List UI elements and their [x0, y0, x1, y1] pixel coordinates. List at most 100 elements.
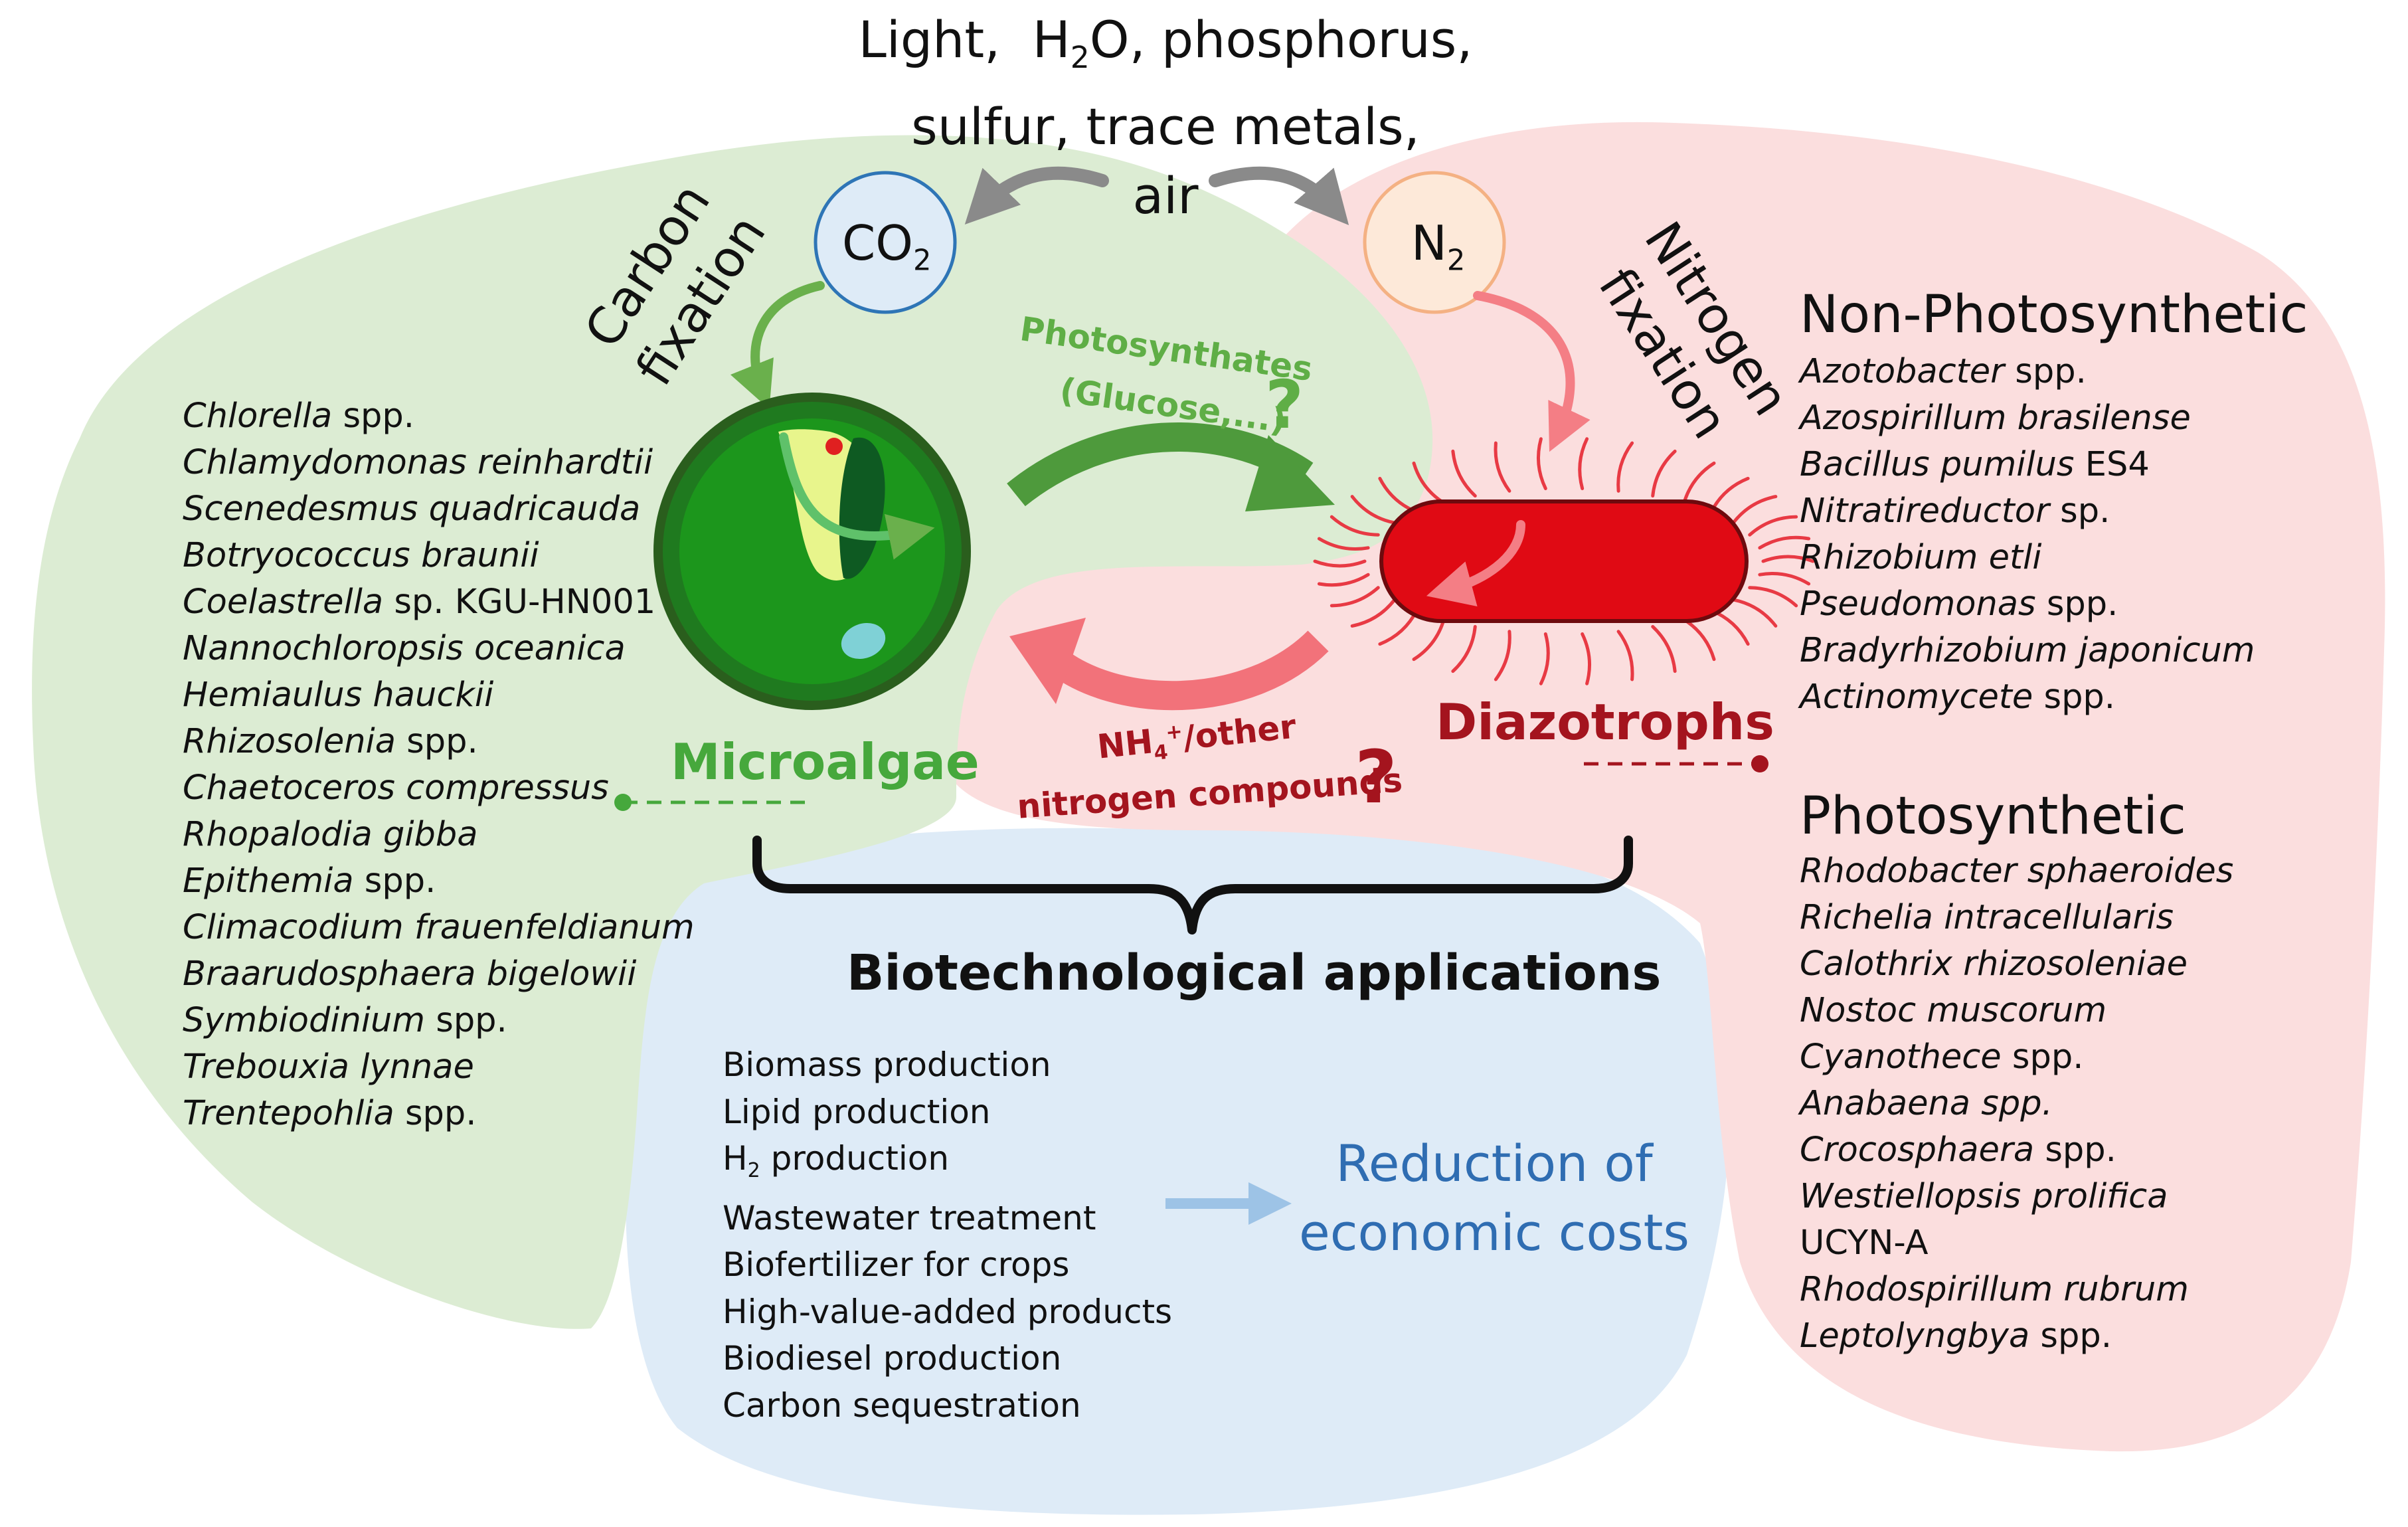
- application-item: Biofertilizer for crops: [723, 1241, 1172, 1289]
- photosynthetic-species-name: Richelia intracellularis: [1800, 898, 2174, 937]
- blue-region: [626, 828, 1730, 1515]
- microalgae-species-item: Chlorella spp.: [183, 393, 695, 440]
- inputs-water-sub: 2: [1070, 40, 1090, 76]
- reduction-line2: economic costs: [1298, 1203, 1690, 1262]
- microalgae-species-item: Rhopalodia gibba: [183, 812, 695, 858]
- diazotroph-cell-icon: [1313, 437, 1815, 685]
- non-photosynthetic-species-name: Bradyrhizobium japonicum: [1800, 631, 2255, 670]
- nitrogen-fixation-arrow: [1473, 291, 1591, 452]
- inputs-line3: air: [1132, 166, 1199, 226]
- photosynthetic-species-item: Cyanothece spp.: [1800, 1034, 2233, 1081]
- flagellum: [1761, 555, 1815, 563]
- microalgae-species-item: Chaetoceros compressus: [183, 765, 695, 812]
- microalgae-species-item: Nannochloropsis oceanica: [183, 626, 695, 672]
- flagellum: [1494, 441, 1511, 493]
- microalgae-species-name: Epithemia: [183, 861, 354, 901]
- microalgae-species-name: Chlorella: [183, 397, 333, 436]
- inputs-light: Light,: [858, 10, 1001, 69]
- flagellum: [1581, 632, 1591, 685]
- non-photosynthetic-species-suffix: spp.: [2004, 352, 2087, 391]
- microalgae-species-item: Botryococcus braunii: [183, 533, 695, 579]
- photosynthetic-species-name: Rhodobacter sphaeroides: [1800, 852, 2234, 891]
- microalgae-species-suffix: spp.: [394, 1094, 477, 1133]
- non-photosynthetic-species-name: Pseudomonas: [1800, 584, 2036, 624]
- application-text-rest: production: [760, 1139, 950, 1178]
- application-sub: 2: [747, 1159, 760, 1182]
- flagellum: [1412, 618, 1446, 662]
- microalgae-species-item: Symbiodinium spp.: [183, 998, 695, 1044]
- non-photosynthetic-title: Non-Photosynthetic: [1800, 285, 2308, 345]
- photosynthetic-species-item: Calothrix rhizosoleniae: [1800, 941, 2233, 988]
- photosynthetic-species-suffix: UCYN-A: [1800, 1223, 1929, 1263]
- photosynthetic-species-item: Crocosphaera spp.: [1800, 1127, 2233, 1174]
- microalgae-connector-dot: [614, 794, 632, 811]
- flagellum: [1451, 449, 1477, 498]
- co2-circle: [814, 171, 957, 314]
- photosynthetic-species-name: Leptolyngbya: [1800, 1316, 2030, 1356]
- flagellum: [1330, 515, 1380, 537]
- microalgae-species-name: Scenedesmus quadricauda: [183, 490, 641, 529]
- microalgae-species-item: Trebouxia lynnae: [183, 1044, 695, 1091]
- flagellum: [1748, 586, 1798, 608]
- non-photosynthetic-species-item: Azospirillum brasilense: [1800, 395, 2255, 442]
- flagellum: [1578, 437, 1589, 490]
- flagellum: [1758, 535, 1811, 550]
- photosynthates-arrowhead: [1245, 435, 1335, 511]
- microalgae-species-suffix: spp.: [353, 861, 436, 901]
- diazotrophs-connector-dot: [1751, 755, 1768, 772]
- non-photosynthetic-species-item: Nitratireductor sp.: [1800, 488, 2255, 535]
- flagellum: [1748, 515, 1798, 537]
- non-photosynthetic-species-item: Pseudomonas spp.: [1800, 581, 2255, 628]
- non-photosynthetic-species-suffix: spp.: [2035, 584, 2118, 624]
- photosynthetic-species-suffix: spp.: [2001, 1037, 2084, 1077]
- photosynthetic-species-item: Rhodobacter sphaeroides: [1800, 848, 2233, 895]
- microalgae-species-suffix: spp.: [395, 722, 478, 761]
- microalgae-species-name: Chlamydomonas reinhardtii: [183, 443, 653, 482]
- flagellum: [1350, 495, 1397, 525]
- green-region: [32, 135, 1433, 1329]
- non-photosynthetic-species-item: Bradyrhizobium japonicum: [1800, 628, 2255, 674]
- non-photosynthetic-species-suffix: sp.: [2049, 492, 2110, 531]
- inputs-line2: sulfur, trace metals,: [911, 97, 1420, 157]
- microalgae-species-item: Hemiaulus hauckii: [183, 672, 695, 719]
- biotech-title: Biotechnological applications: [847, 944, 1662, 1002]
- flagellum: [1731, 495, 1778, 525]
- flagellum: [1758, 572, 1811, 586]
- microalgae-cell-icon: [653, 393, 971, 710]
- application-item: High-value-added products: [723, 1289, 1172, 1336]
- microalgae-title: Microalgae: [671, 733, 980, 791]
- arrow-to-n2: [1209, 166, 1349, 226]
- microalgae-species-item: Coelastrella sp. KGU-HN001: [183, 579, 695, 626]
- photosynthetic-species-name: Calothrix rhizosoleniae: [1800, 944, 2188, 984]
- application-text: Biomass production: [723, 1045, 1051, 1084]
- photosynthetic-species-item: Nostoc muscorum: [1800, 988, 2233, 1034]
- microalgae-species-suffix: spp.: [332, 397, 414, 436]
- microalgae-species-name: Rhopalodia gibba: [183, 815, 478, 854]
- non-photosynthetic-species-name: Azotobacter: [1800, 352, 2005, 391]
- application-item: Lipid production: [723, 1089, 1172, 1136]
- nh4-sup: +: [1164, 719, 1184, 745]
- microalgae-species-name: Braarudosphaera bigelowii: [183, 954, 637, 994]
- microalgae-species-name: Rhizosolenia: [183, 722, 396, 761]
- microalgae-species-name: Symbiodinium: [183, 1001, 426, 1040]
- application-text: Biodiesel production: [723, 1339, 1062, 1378]
- photosynthetic-species-item: Westiellopsis prolifica: [1800, 1174, 2233, 1220]
- flagellum: [1350, 598, 1397, 628]
- n2-circle: [1363, 171, 1506, 314]
- application-text: Lipid production: [723, 1092, 991, 1131]
- non-photosynthetic-species-suffix: ES4: [2074, 445, 2150, 484]
- photosynthetic-species-item: Anabaena spp.: [1800, 1081, 2233, 1127]
- photosynthetic-species-name: Westiellopsis prolifica: [1800, 1177, 2168, 1216]
- flagellum: [1537, 437, 1547, 490]
- application-item: Biodiesel production: [723, 1335, 1172, 1382]
- photosynthetic-species-name: Crocosphaera: [1800, 1130, 2035, 1170]
- flagellum: [1616, 630, 1634, 681]
- nitrogen-question: ?: [1355, 735, 1397, 820]
- nitrogen-compounds-arrow: [1043, 630, 1329, 711]
- flagellum: [1539, 632, 1550, 685]
- non-photosynthetic-species-name: Bacillus pumilus: [1800, 445, 2075, 484]
- non-photosynthetic-species-item: Rhizobium etli: [1800, 535, 2255, 581]
